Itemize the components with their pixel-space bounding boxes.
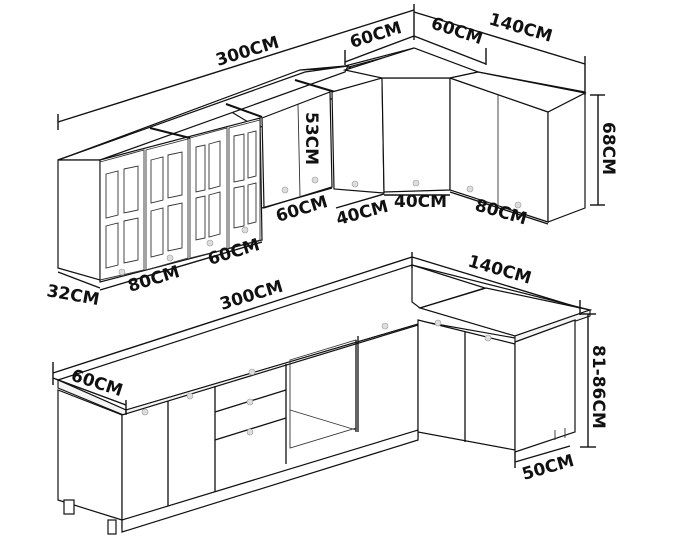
glass-unit-height-label: 53CM — [301, 112, 321, 165]
corner-side-a-width-label: 40CM — [334, 197, 390, 230]
wall-return-length-label: 140CM — [487, 10, 555, 47]
wall-height-label: 68CM — [598, 122, 618, 175]
wall-run-length-label: 300CM — [214, 33, 282, 71]
wall-cabinet-handles — [118, 176, 522, 276]
wall-dimension-lines — [57, 4, 605, 291]
base-cabinets — [56, 264, 593, 535]
corner-side-b-width-label: 40CM — [394, 192, 447, 212]
base-return-depth-label: 50CM — [520, 451, 577, 485]
wall-corner-right-label: 60CM — [428, 14, 485, 49]
base-height-label: 81-86CM — [588, 345, 608, 429]
base-dimension-lines — [52, 252, 596, 468]
wall-cabinets — [57, 47, 587, 283]
base-cabinet-handles — [141, 319, 492, 436]
wall-corner-left-label: 60CM — [348, 18, 405, 53]
glass-doors — [99, 119, 261, 281]
